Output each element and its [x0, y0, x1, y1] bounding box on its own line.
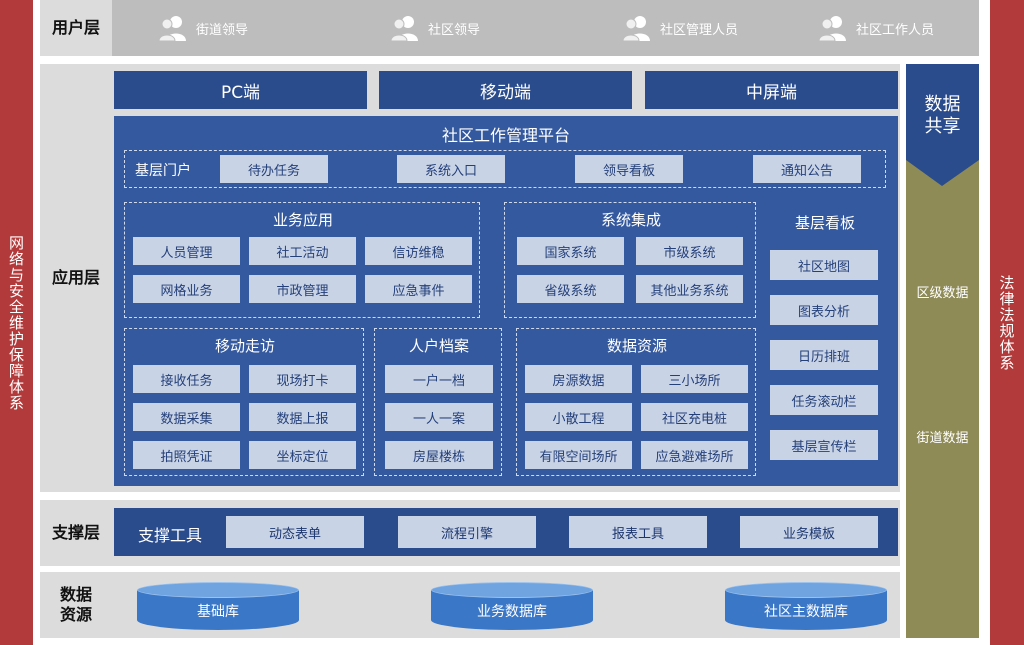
- resource-item-button[interactable]: 有限空间场所: [525, 441, 632, 469]
- resources-title: 数据资源: [606, 337, 667, 355]
- integration-item-button[interactable]: 其他业务系统: [636, 275, 743, 303]
- support-tool-button[interactable]: 报表工具: [569, 516, 707, 548]
- mobile-item-button[interactable]: 拍照凭证: [133, 441, 240, 469]
- platform-title: 社区工作管理平台: [441, 126, 570, 145]
- resource-item-button[interactable]: 小散工程: [525, 403, 632, 431]
- mobile-item-button[interactable]: 坐标定位: [249, 441, 356, 469]
- mobile-item-button[interactable]: 数据采集: [133, 403, 240, 431]
- database-label: 基础库: [197, 604, 239, 620]
- legal-system-label: 法律法规体系: [997, 274, 1016, 371]
- people-icon: [158, 14, 188, 42]
- mobile-visit-box: 移动走访 接收任务 现场打卡 数据采集 数据上报 拍照凭证 坐标定位: [124, 328, 364, 476]
- resource-item-button[interactable]: 应急避难场所: [641, 441, 748, 469]
- data-share-title-line: 数据: [924, 94, 961, 115]
- people-icon: [390, 14, 420, 42]
- portal-system-entry-button[interactable]: 系统入口: [397, 155, 505, 183]
- legal-system-bar: 法律法规体系: [990, 0, 1024, 645]
- business-item-button[interactable]: 市政管理: [249, 275, 356, 303]
- archive-item-button[interactable]: 一户一档: [385, 365, 493, 393]
- integration-item-button[interactable]: 市级系统: [636, 237, 743, 265]
- database-basic: 基础库: [137, 582, 299, 630]
- user-layer-label-box: 用户层: [40, 0, 112, 56]
- resource-item-button[interactable]: 三小场所: [641, 365, 748, 393]
- platform-panel: 社区工作管理平台 基层门户 待办任务 系统入口 领导看板 通知公告 业务应用 人…: [114, 116, 898, 486]
- database-business: 业务数据库: [431, 582, 593, 630]
- integration-title: 系统集成: [600, 211, 661, 229]
- data-share-district: 区级数据: [916, 286, 969, 301]
- data-share-title: 数据 共享: [906, 94, 979, 138]
- archive-box: 人户档案 一户一档 一人一案 房屋楼栋: [374, 328, 502, 476]
- business-item-button[interactable]: 网格业务: [133, 275, 240, 303]
- business-item-button[interactable]: 应急事件: [365, 275, 472, 303]
- data-layer-label-line: 数据: [59, 585, 92, 604]
- portal-box: 基层门户 待办任务 系统入口 领导看板 通知公告: [124, 150, 886, 188]
- support-tool-button[interactable]: 业务模板: [740, 516, 878, 548]
- dashboard-item-button[interactable]: 任务滚动栏: [770, 385, 878, 415]
- user-label: 社区领导: [428, 22, 481, 38]
- archive-item-button[interactable]: 一人一案: [385, 403, 493, 431]
- user-label: 社区工作人员: [856, 22, 935, 38]
- support-tool-button[interactable]: 流程引擎: [398, 516, 536, 548]
- security-system-label: 网络与安全维护保障体系: [7, 234, 25, 411]
- business-item-button[interactable]: 信访维稳: [365, 237, 472, 265]
- data-share-column: 数据 共享 区级数据 街道数据: [906, 64, 979, 638]
- portal-leader-board-button[interactable]: 领导看板: [575, 155, 683, 183]
- data-layer-label-line: 资源: [59, 605, 92, 624]
- cylinder-top: [137, 582, 299, 598]
- dashboard-item-button[interactable]: 图表分析: [770, 295, 878, 325]
- dashboard-item-button[interactable]: 日历排班: [770, 340, 878, 370]
- resource-item-button[interactable]: 社区充电桩: [641, 403, 748, 431]
- dashboard-title: 基层看板: [794, 214, 855, 232]
- portal-todo-button[interactable]: 待办任务: [220, 155, 328, 183]
- business-item-button[interactable]: 社工活动: [249, 237, 356, 265]
- user-layer: 用户层 街道领导 社区领导 社区管理人员 社区工作人员: [40, 0, 979, 56]
- support-tools-panel: 支撑工具 动态表单 流程引擎 报表工具 业务模板: [114, 508, 898, 556]
- people-icon: [622, 14, 652, 42]
- user-community-manager: 社区管理人员: [622, 14, 738, 42]
- cylinder-top: [431, 582, 593, 598]
- business-item-button[interactable]: 人员管理: [133, 237, 240, 265]
- business-apps-title: 业务应用: [272, 211, 333, 229]
- user-community-worker: 社区工作人员: [818, 14, 934, 42]
- mobile-visit-title: 移动走访: [214, 337, 275, 355]
- dashboard-item-button[interactable]: 基层宣传栏: [770, 430, 878, 460]
- cylinder-top: [725, 582, 887, 598]
- support-layer-label: 支撑层: [51, 523, 100, 542]
- database-community-master: 社区主数据库: [725, 582, 887, 630]
- integration-item-button[interactable]: 省级系统: [517, 275, 624, 303]
- mobile-item-button[interactable]: 数据上报: [249, 403, 356, 431]
- database-label: 社区主数据库: [764, 604, 848, 620]
- dashboard-item-button[interactable]: 社区地图: [770, 250, 878, 280]
- mobile-item-button[interactable]: 现场打卡: [249, 365, 356, 393]
- terminal-pc: PC端: [114, 71, 367, 109]
- data-share-arrow: [906, 64, 979, 186]
- user-street-leader: 街道领导: [158, 14, 248, 42]
- portal-label: 基层门户: [135, 163, 191, 179]
- support-tool-button[interactable]: 动态表单: [226, 516, 364, 548]
- data-share-street: 街道数据: [916, 431, 969, 446]
- portal-notice-button[interactable]: 通知公告: [753, 155, 861, 183]
- user-community-leader: 社区领导: [390, 14, 480, 42]
- terminal-mobile: 移动端: [379, 71, 632, 109]
- user-label: 社区管理人员: [660, 22, 739, 38]
- people-icon: [818, 14, 848, 42]
- resource-item-button[interactable]: 房源数据: [525, 365, 632, 393]
- mobile-item-button[interactable]: 接收任务: [133, 365, 240, 393]
- archive-title: 人户档案: [408, 337, 469, 355]
- user-label: 街道领导: [196, 22, 249, 38]
- integration-box: 系统集成 国家系统 市级系统 省级系统 其他业务系统: [504, 202, 756, 318]
- resources-box: 数据资源 房源数据 三小场所 小散工程 社区充电桩 有限空间场所 应急避难场所: [516, 328, 756, 476]
- support-tools-title: 支撑工具: [138, 526, 203, 545]
- business-apps-box: 业务应用 人员管理 社工活动 信访维稳 网格业务 市政管理 应急事件: [124, 202, 480, 318]
- database-label: 业务数据库: [477, 604, 547, 620]
- data-layer-label: 数据 资源: [40, 580, 112, 630]
- security-system-bar: 网络与安全维护保障体系: [0, 0, 33, 645]
- integration-item-button[interactable]: 国家系统: [517, 237, 624, 265]
- terminal-midscreen: 中屏端: [645, 71, 898, 109]
- data-share-title-line: 共享: [924, 116, 961, 137]
- user-layer-label: 用户层: [51, 18, 100, 37]
- archive-item-button[interactable]: 房屋楼栋: [385, 441, 493, 469]
- app-layer-label: 应用层: [51, 268, 100, 287]
